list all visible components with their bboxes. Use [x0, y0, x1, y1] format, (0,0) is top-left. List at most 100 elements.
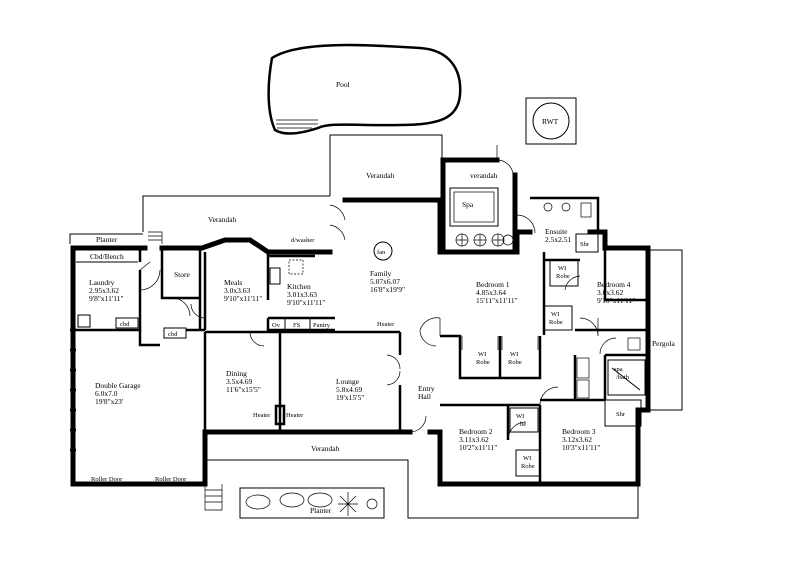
garage-steps [204, 484, 223, 511]
shower-bottom-box [604, 399, 642, 427]
ensuite-name: Ensuite [545, 227, 568, 236]
verandah-small-label: verandah [470, 171, 498, 180]
shower-top-box [575, 233, 599, 253]
bed1-metric: 4.85x3.64 [476, 288, 506, 297]
cbd2-box [163, 327, 187, 339]
hall-door-arcs [579, 317, 617, 355]
lounge-name: Lounge [336, 377, 360, 386]
bed2-door-arc [507, 421, 527, 441]
wi-robe-b4-1: WI [558, 265, 566, 272]
exterior-wall-north [70, 197, 651, 255]
ensuite-basin-2 [561, 202, 571, 212]
heater-box [274, 404, 286, 426]
meals-name: Meals [224, 278, 242, 287]
wi-robe-mid-box [543, 305, 573, 331]
wi-b1b-1: WI [510, 351, 518, 358]
kitchen-metric: 3.01x3.63 [287, 290, 317, 299]
kitchen-dividers [284, 318, 311, 330]
laundry-imperial: 9'8"x11'11" [89, 294, 124, 303]
family-imperial: 16'8"x19'9" [370, 285, 405, 294]
wi-b2-box [509, 407, 539, 433]
dining-walls [203, 332, 282, 432]
laundry-door-arc [139, 261, 161, 291]
wi-b1a-1: WI [478, 351, 486, 358]
robe-doors [461, 336, 539, 350]
bed1-imperial: 15'11"x11'11" [476, 296, 518, 305]
entry-1: Entry [418, 384, 435, 393]
bed4-imperial: 9'10"x11'11" [597, 296, 635, 305]
rwt-frame [525, 97, 577, 145]
wi-robe-b4-2: Robe [556, 273, 570, 280]
planter-plants [245, 492, 378, 516]
family-metric: 5.07x6.07 [370, 277, 400, 286]
cbd1-box [115, 317, 139, 329]
kitchen-imperial: 9'10"x11'11" [287, 298, 325, 307]
oven-label: Ov [272, 322, 281, 329]
lounge-doors [386, 354, 427, 433]
ensuite-basin-1 [543, 202, 553, 212]
wi-b2c-box [515, 449, 541, 477]
planter-top-label: Planter [96, 235, 118, 244]
wi-b1a-2: Robe [476, 359, 490, 366]
heater-b-label: Heater [286, 412, 304, 419]
bed2-name: Bedroom 2 [459, 427, 493, 436]
bed1-robe-walls [440, 334, 542, 380]
lounge-imperial: 19'x15'5" [336, 393, 364, 402]
entry-2: Hall [418, 392, 431, 401]
wi-robe-mid-1: WI [551, 311, 559, 318]
family-name: Family [370, 269, 392, 278]
spa-bath-shape [607, 359, 646, 396]
bed1-door-arc [419, 317, 441, 336]
heater-a-label: Heater [253, 412, 271, 419]
planter-top-outline [69, 233, 143, 244]
planter-bottom-outline [239, 487, 385, 519]
cbd1-label: cbd [120, 321, 130, 328]
shower-bottom-label: Shr [616, 411, 626, 418]
garage-name: Double Garage [95, 381, 141, 390]
kitchen-back-bench [266, 316, 335, 332]
verandah-left-label: Verandah [208, 215, 237, 224]
wi-robe-b4-box [549, 259, 579, 287]
ensuite-door-arc [516, 214, 536, 234]
planter-bottom-label: Planter [310, 506, 332, 515]
verandah-bottom-outline [205, 459, 639, 519]
meals-imperial: 9'10"x11'11" [224, 294, 262, 303]
bed3-name: Bedroom 3 [562, 427, 596, 436]
wi-b2-1: WI [516, 413, 524, 420]
bed1-name: Bedroom 1 [476, 280, 510, 289]
verandah-bottom-label: Verandah [311, 444, 340, 453]
bed2-metric: 3.11x3.62 [459, 435, 489, 444]
wi-b2-2: be [520, 421, 526, 428]
pool-steps [276, 119, 318, 129]
spa-tub-inner [453, 191, 495, 223]
dining-name: Dining [226, 369, 247, 378]
bed3-metric: 3.12x3.62 [562, 435, 592, 444]
store-walls [160, 248, 202, 330]
spa-bath-2: /bath [616, 374, 630, 381]
cooktop [269, 267, 281, 285]
heater-family-label: Heater [377, 321, 395, 328]
entry-door-arc [419, 329, 437, 347]
verandah-left-outline [142, 195, 330, 232]
cbd2-label: cbd [168, 331, 178, 338]
bed3-imperial: 10'3"x11'11" [562, 443, 600, 452]
bed4-metric: 3.0x3.62 [597, 288, 624, 297]
bed2-imperial: 10'2"x11'11" [459, 443, 497, 452]
verandah-top-outline [329, 134, 443, 196]
store-door-arc [171, 297, 191, 317]
pantry-label: Pantry [313, 322, 331, 329]
wi-robe-mid-2: Robe [549, 319, 563, 326]
bed3-door-arc [539, 386, 559, 406]
pool-outline [267, 43, 462, 135]
garage-entry-door [190, 303, 206, 319]
dwasher-label: d/washer [291, 237, 315, 244]
kitchen-name: Kitchen [287, 282, 311, 291]
wi-b2c-2: Robe [521, 463, 535, 470]
laundry-metric: 2.95x3.62 [89, 286, 119, 295]
spa-label: Spa [462, 200, 474, 209]
pergola-outline [648, 249, 683, 411]
ensuite-toilet [580, 202, 592, 218]
rwt-label: RWT [542, 117, 559, 126]
wi-b1b-2: Robe [508, 359, 522, 366]
spa-plants [455, 233, 514, 247]
